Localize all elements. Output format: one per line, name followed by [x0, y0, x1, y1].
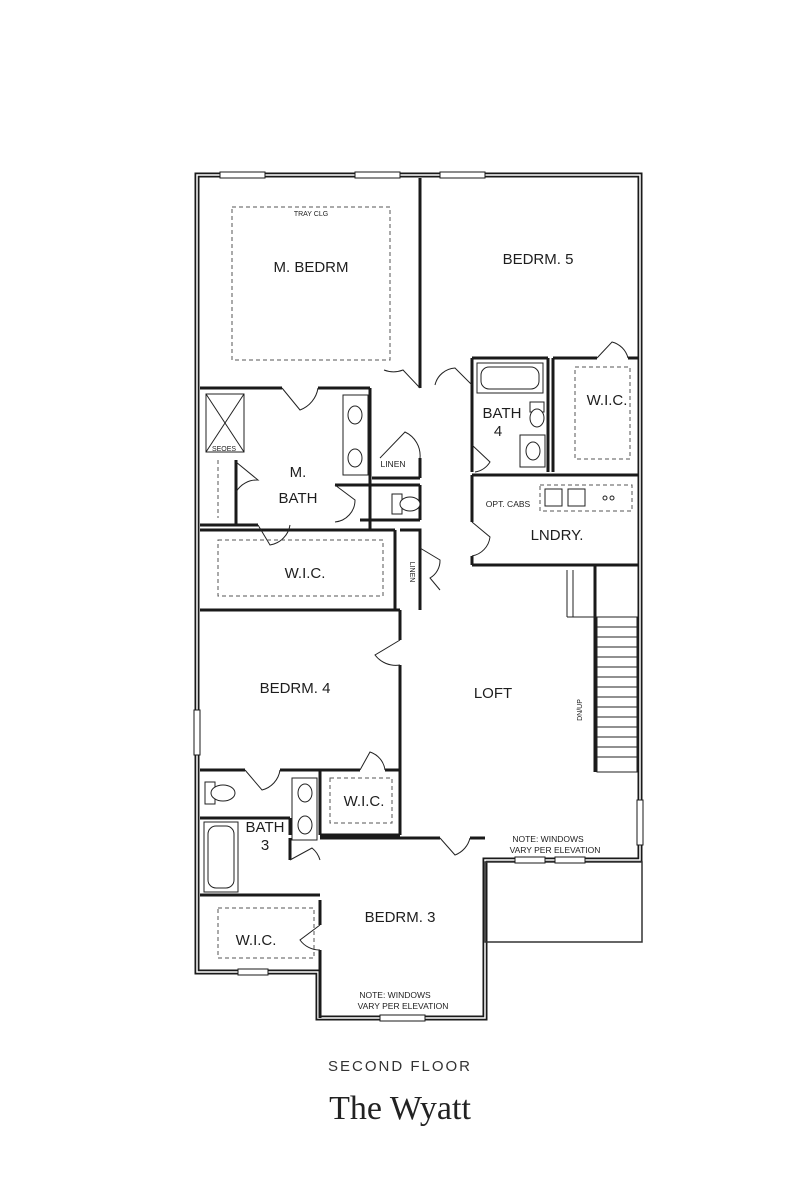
exterior-walls-inner-line — [196, 174, 641, 1019]
laundry-label: LNDRY. — [531, 527, 584, 544]
opt-cabs-label: OPT. CABS — [486, 499, 531, 509]
stair-label: DN/UP — [577, 699, 584, 721]
dashed-outlines — [217, 206, 633, 959]
master-wic-label: W.I.C. — [285, 565, 326, 582]
bedroom3-wic-label: W.I.C. — [236, 932, 277, 949]
master-bath-label-2: BATH — [279, 490, 318, 507]
interior-walls — [200, 178, 638, 1018]
tray-ceiling-label: TRAY CLG — [294, 211, 328, 218]
bath4-label-2: 4 — [494, 423, 502, 440]
linen-vertical-label: LINEN — [408, 562, 415, 583]
bedroom4-wic-label: W.I.C. — [344, 793, 385, 810]
bedroom4-label: BEDRM. 4 — [260, 680, 331, 697]
shower-label: SEOES — [212, 446, 236, 453]
loft-label: LOFT — [474, 685, 512, 702]
note-bottom-line-1: NOTE: WINDOWS — [359, 990, 431, 1000]
plan-name: The Wyatt — [329, 1090, 471, 1127]
bedroom5-label: BEDRM. 5 — [503, 251, 574, 268]
floor-label: SECOND FLOOR — [327, 1058, 472, 1075]
covered-area — [484, 861, 643, 943]
linen-label: LINEN — [380, 459, 405, 469]
windows — [193, 171, 644, 1022]
note-right-line-2: VARY PER ELEVATION — [510, 845, 601, 855]
room-labels: TRAY CLG M. BEDRM BEDRM. 5 M. BATH LINEN… — [212, 211, 627, 949]
bedroom5-wic-label: W.I.C. — [587, 392, 628, 409]
note-bottom-line-2: VARY PER ELEVATION — [358, 1001, 449, 1011]
door-swings — [235, 341, 629, 951]
notes: NOTE: WINDOWS VARY PER ELEVATION NOTE: W… — [358, 834, 601, 1011]
bath4-label-1: BATH — [483, 405, 522, 422]
bath3-label-2: 3 — [261, 837, 269, 854]
fixtures — [203, 362, 615, 893]
staircase — [566, 570, 638, 773]
master-bath-label-1: M. — [290, 464, 307, 481]
bath3-label-1: BATH — [246, 819, 285, 836]
master-bedroom-label: M. BEDRM — [274, 259, 349, 276]
bathtub — [476, 362, 544, 394]
bedroom3-label: BEDRM. 3 — [365, 909, 436, 926]
note-right-line-1: NOTE: WINDOWS — [512, 834, 584, 844]
